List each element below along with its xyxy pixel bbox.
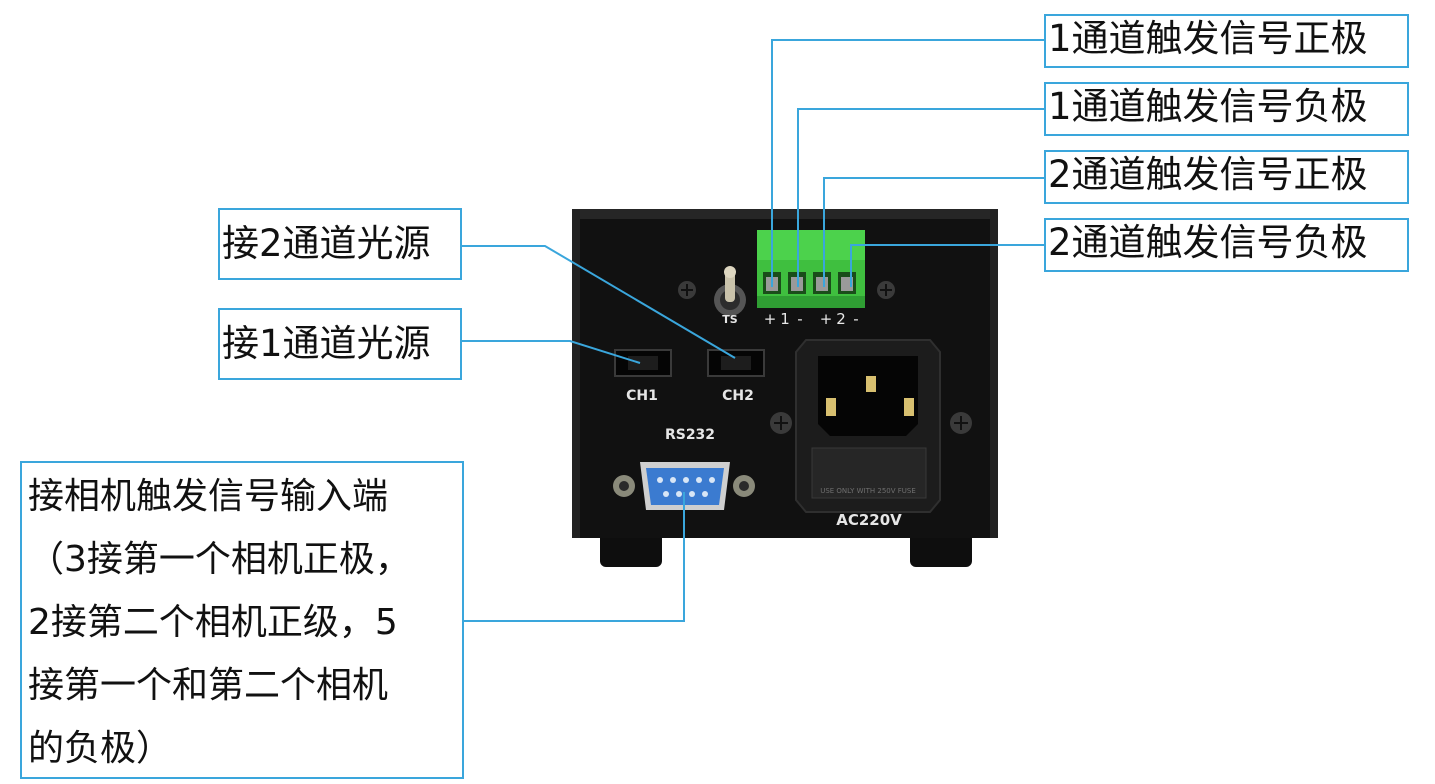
callout-ch2-negative: 2通道触发信号负极: [1044, 218, 1409, 272]
terminal-label-6: -: [853, 310, 858, 328]
inlet-screw-right: [950, 412, 972, 434]
fuse-warning-text: USE ONLY WITH 250V FUSE: [820, 487, 916, 495]
power-inlet[interactable]: [795, 339, 941, 513]
enclosure-top-edge: [572, 209, 998, 219]
leader-ch1-positive: [771, 39, 1044, 287]
leader-light-source-1: [462, 340, 641, 364]
power-label: AC220V: [836, 511, 902, 529]
terminal-label-1: +: [764, 310, 777, 328]
leader-ch2-negative: [850, 244, 1044, 287]
terminal-label-3: -: [797, 310, 802, 328]
inlet-screw-left: [770, 412, 792, 434]
rs232-label: RS232: [665, 427, 715, 443]
camera-input-line-1: 接相机触发信号输入端: [28, 476, 389, 517]
fuse-holder[interactable]: [811, 447, 927, 499]
terminal-labels: + 1 - + 2 -: [764, 310, 859, 328]
camera-input-line-3: 2接第二个相机正级，5: [28, 602, 398, 643]
enclosure-right-edge: [990, 210, 998, 538]
leader-camera-input: [464, 492, 685, 622]
panel-screw-right: [877, 281, 895, 299]
ch1-label: CH1: [626, 388, 658, 404]
callout-light-source-2: 接2通道光源: [218, 208, 462, 280]
enclosure-left-edge: [572, 210, 580, 538]
ch2-label: CH2: [722, 388, 754, 404]
camera-input-line-4: 接第一个和第二个相机: [28, 665, 389, 706]
callout-ch1-negative: 1通道触发信号负极: [1044, 82, 1409, 136]
ch1-connector[interactable]: [614, 349, 672, 377]
leader-light-source-2: [462, 245, 736, 359]
leader-ch1-negative: [797, 108, 1044, 287]
switch-label: TS: [722, 313, 738, 326]
callout-ch1-positive: 1通道触发信号正极: [1044, 14, 1409, 68]
terminal-label-2: 1: [780, 310, 790, 328]
callout-light-source-1: 接1通道光源: [218, 308, 462, 380]
panel-screw-left: [678, 281, 696, 299]
camera-input-line-5: 的负极）: [28, 728, 173, 769]
callout-ch2-positive: 2通道触发信号正极: [1044, 150, 1409, 204]
db9-serial-port[interactable]: [613, 462, 755, 510]
camera-input-line-2: （3接第一个相机正极，: [28, 539, 411, 580]
leader-ch2-positive: [823, 177, 1044, 287]
ch2-connector[interactable]: [707, 349, 765, 377]
callout-camera-input: 接相机触发信号输入端 （3接第一个相机正极， 2接第二个相机正级，5 接第一个和…: [20, 461, 464, 779]
terminal-label-4: +: [820, 310, 833, 328]
toggle-switch[interactable]: [714, 266, 746, 316]
terminal-label-5: 2: [836, 310, 846, 328]
